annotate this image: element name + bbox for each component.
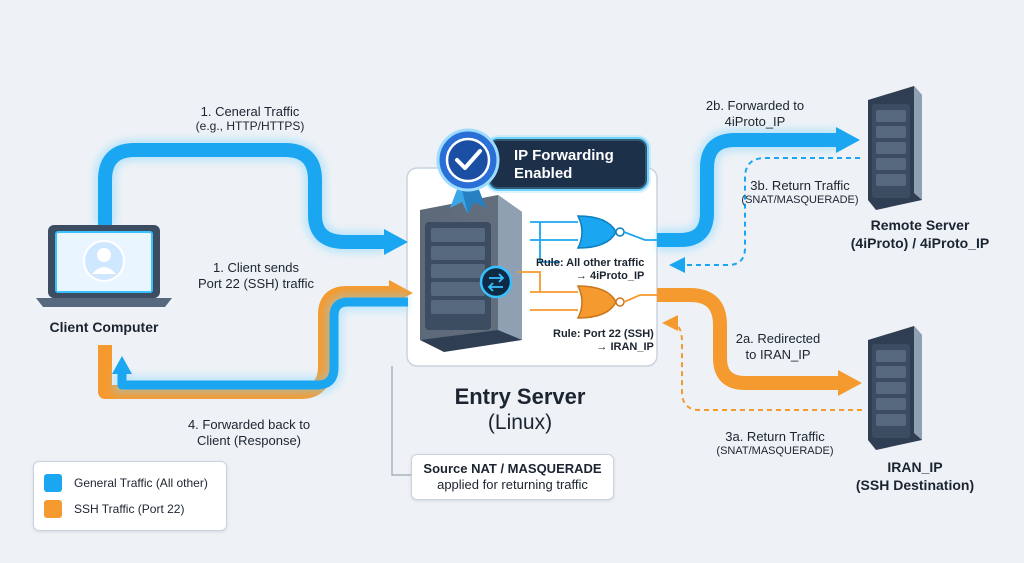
legend-item-general: General Traffic (All other) [44,472,208,494]
rule-ssh-line1: Rule: Port 22 (SSH) [553,328,654,340]
rule-other-line2: → 4iProto_IP [575,270,645,282]
redirect-iran-arrow [657,288,862,396]
remote-server-line1: Remote Server [870,217,970,233]
check-badge-icon [436,128,500,214]
redirected-line2: to IRAN_IP [745,347,811,362]
badge-line1: IP Forwarding [514,147,614,164]
forwarded-back-line1: 4. Forwarded back to [187,417,311,432]
entry-server-icon [420,195,522,352]
entry-server-name: Entry Server [454,384,586,409]
forward-remote-arrow [657,127,860,251]
forwarded-to-label: 2b. Forwarded to 4iProto_IP [695,98,815,130]
return-3b-label: 3b. Return Traffic (SNAT/MASQUERADE) [735,178,865,207]
badge-label: IP Forwarding Enabled [514,147,614,183]
forwarded-back-label: 4. Forwarded back to Client (Response) [164,417,334,449]
rule-other-line1: Rule: All other traffic [536,257,645,269]
return-3b-line2: (SNAT/MASQUERADE) [741,194,859,206]
forwarded-to-line2: 4iProto_IP [724,114,786,129]
general-traffic-label: 1. Ceneral Traffic (e.g., HTTP/HTTPS) [160,104,340,133]
forwarded-back-line2: Client (Response) [196,433,302,448]
legend-swatch-blue [44,474,62,492]
response-arrow [112,293,408,394]
remote-server-icon [868,86,922,210]
nat-line2: applied for returning traffic [437,477,588,492]
nat-note: Source NAT / MASQUERADE applied for retu… [411,454,614,500]
client-label: Client Computer [49,319,159,335]
redirected-label: 2a. Redirected to IRAN_IP [728,331,828,363]
legend-swatch-orange [44,500,62,518]
return-3b-arrow [669,157,860,273]
return-3a-label: 3a. Return Traffic (SNAT/MASQUERADE) [710,429,840,458]
rule-ssh-line2: → IRAN_IP [596,341,654,353]
legend-label-ssh: SSH Traffic (Port 22) [74,502,185,516]
remote-server-line2: (4iProto) / 4iProto_IP [850,235,990,251]
rule-ssh-label: Rule: Port 22 (SSH) → IRAN_IP [553,328,654,354]
redirected-line1: 2a. Redirected [735,331,821,346]
return-3a-line2: (SNAT/MASQUERADE) [716,445,834,457]
return-3a-line1: 3a. Return Traffic [725,429,825,444]
rule-gate-other [530,215,657,263]
entry-server-os: (Linux) [487,411,553,434]
general-traffic-arrow [94,139,408,255]
iran-server-line2: (SSH Destination) [855,477,975,493]
badge-line2: Enabled [514,165,573,182]
general-traffic-line1: 1. Ceneral Traffic [200,104,300,119]
client-sends-label: 1. Client sends Port 22 (SSH) traffic [176,260,336,292]
rule-gate-ssh [518,271,657,319]
remote-server-label: Remote Server (4iProto) / 4iProto_IP [825,216,1015,252]
entry-server-title: Entry Server (Linux) [432,384,608,436]
client-sends-line2: Port 22 (SSH) traffic [197,276,315,291]
laptop-user-icon [36,225,172,307]
general-traffic-line2: (e.g., HTTP/HTTPS) [195,119,305,133]
iran-server-label: IRAN_IP (SSH Destination) [835,458,995,494]
nat-connector [391,366,411,476]
return-3a-arrow [662,315,862,411]
client-sends-line1: 1. Client sends [213,260,299,275]
iran-server-line1: IRAN_IP [887,459,943,475]
legend-item-ssh: SSH Traffic (Port 22) [44,498,184,520]
legend-label-general: General Traffic (All other) [74,476,208,490]
legend: General Traffic (All other) SSH Traffic … [33,461,227,531]
rule-other-label: Rule: All other traffic → 4iProto_IP [536,257,644,283]
return-3b-line1: 3b. Return Traffic [750,178,850,193]
iran-server-icon [868,326,922,450]
forwarded-to-line1: 2b. Forwarded to [705,98,805,113]
nat-line1: Source NAT / MASQUERADE [423,461,602,476]
